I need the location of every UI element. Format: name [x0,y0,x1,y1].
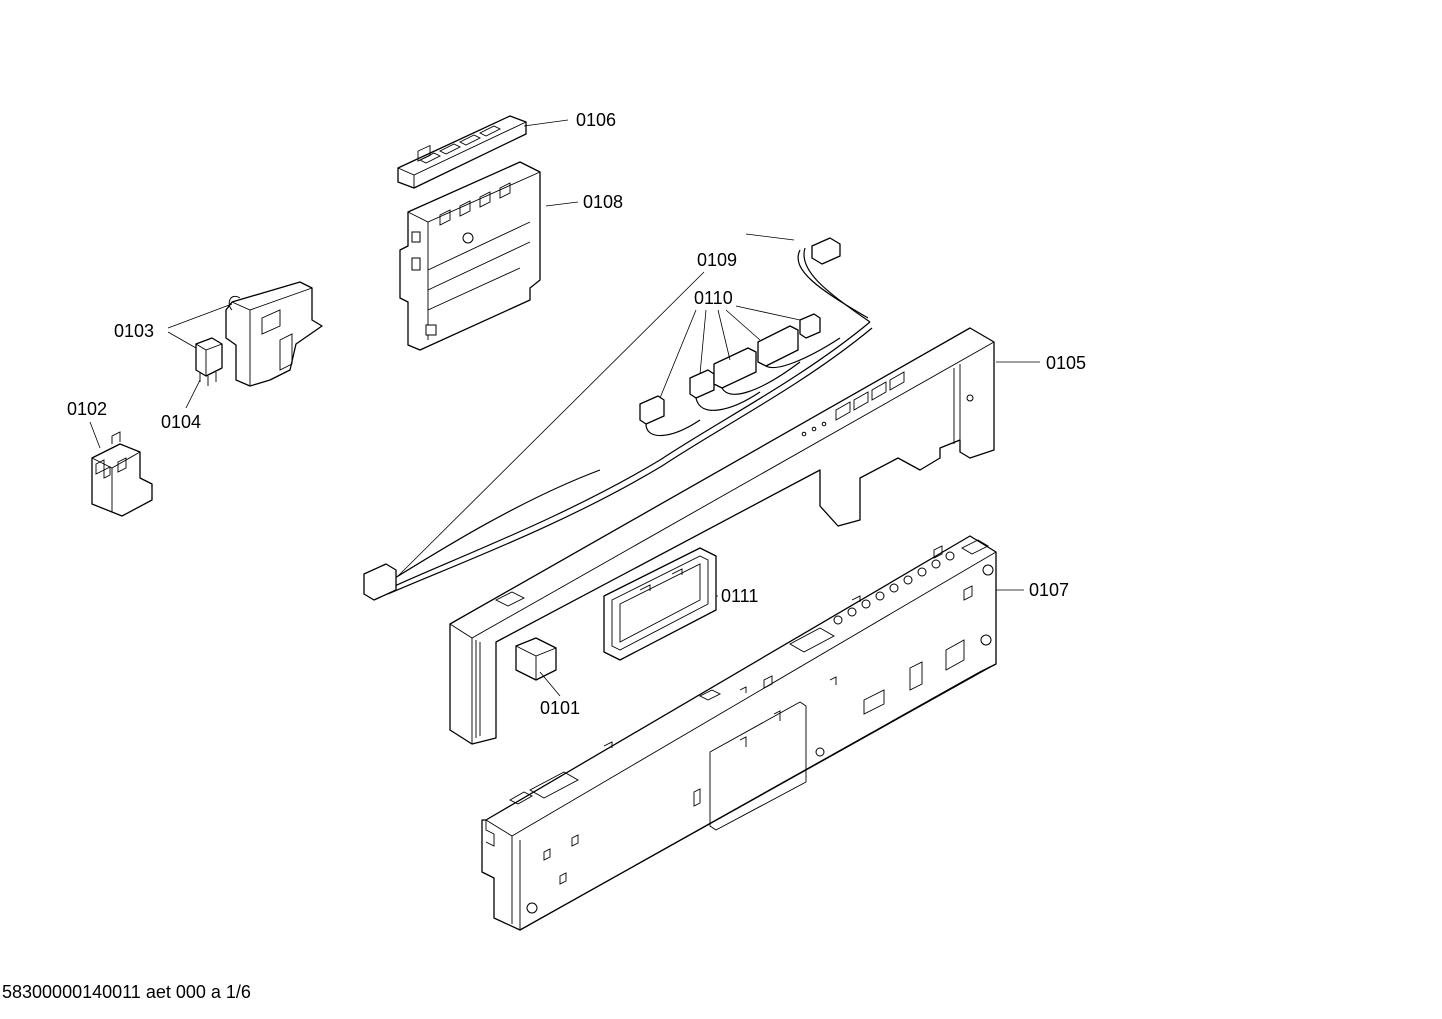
label-0102[interactable]: 0102 [67,399,107,419]
part-0103-relay[interactable] [225,281,323,387]
part-0107-rear-cover[interactable] [481,535,997,931]
part-0111-display-frame[interactable] [603,547,717,661]
label-0110[interactable]: 0110 [694,288,733,308]
part-labels: 0106 0108 0109 0110 0103 0105 0102 0104 … [67,110,1086,718]
leader-lines [89,119,1040,697]
part-0109-cable-harness[interactable] [363,237,873,601]
label-0105[interactable]: 0105 [1046,353,1086,373]
label-0111[interactable]: 0111 [721,586,758,606]
label-0101[interactable]: 0101 [540,698,580,718]
label-0107[interactable]: 0107 [1029,580,1069,600]
label-0103[interactable]: 0103 [114,321,154,341]
part-0106-key-block[interactable] [397,115,527,189]
part-0102-terminal-block[interactable] [91,431,153,517]
part-0108-control-module[interactable] [399,161,541,351]
drawing-reference-footer: 58300000140011 aet 000 a 1/6 [2,982,251,1002]
label-0106[interactable]: 0106 [576,110,616,130]
part-0105-control-panel[interactable] [449,327,995,745]
part-0101-cube[interactable] [515,637,557,681]
label-0104[interactable]: 0104 [161,412,201,432]
label-0109[interactable]: 0109 [697,250,737,270]
part-0104-suppressor[interactable] [195,337,223,386]
label-0108[interactable]: 0108 [583,192,623,212]
